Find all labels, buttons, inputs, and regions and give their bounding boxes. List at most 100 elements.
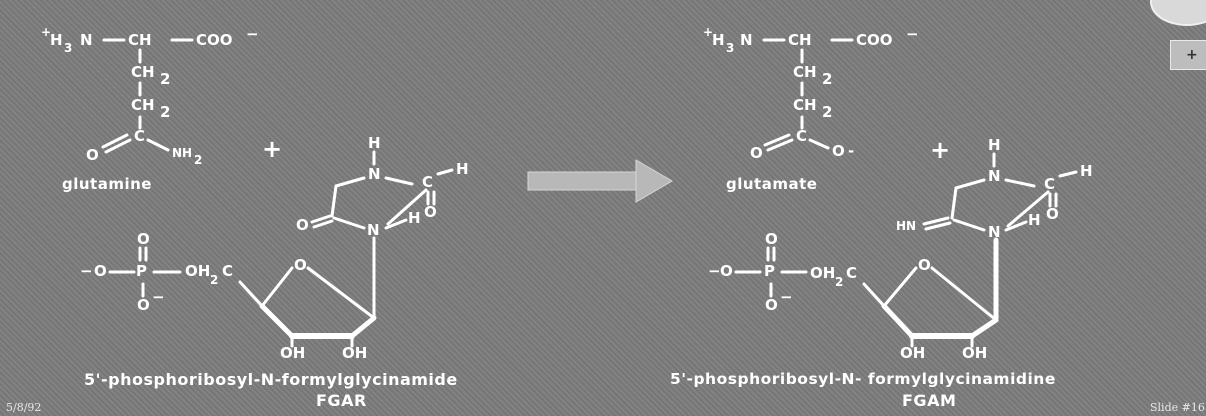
atom-o: O xyxy=(1046,205,1059,223)
bond xyxy=(1006,190,1050,228)
atom-o: O xyxy=(137,230,150,248)
bond xyxy=(146,138,170,152)
plus-sign: + xyxy=(262,135,283,163)
subscript: 2 xyxy=(160,103,171,121)
charge-minus: − xyxy=(80,262,93,280)
bond xyxy=(310,214,332,224)
atom-p: P xyxy=(764,262,775,280)
atom-o: O xyxy=(765,230,778,248)
bond xyxy=(332,216,366,230)
bond xyxy=(312,219,334,229)
bond xyxy=(386,188,428,226)
bond xyxy=(260,266,294,308)
bond xyxy=(349,315,377,339)
atom-o: O xyxy=(294,256,307,274)
atom-oh: OH xyxy=(280,344,306,362)
charge-plus: + xyxy=(41,25,52,39)
atom-n: N xyxy=(367,221,380,239)
atom-o: O xyxy=(137,296,150,314)
atom-h: H xyxy=(408,209,421,227)
bond xyxy=(922,216,950,226)
atom-nh2: NH xyxy=(172,146,193,160)
charge-minus: - xyxy=(848,142,855,160)
atom-h: H xyxy=(712,31,725,49)
atom-n: N xyxy=(368,165,381,183)
compound-name-fgam: 5'-phosphoribosyl-N- formylglycinamidine xyxy=(670,370,1056,388)
bond xyxy=(101,133,129,149)
atom-n: N xyxy=(988,223,1001,241)
atom-n: N xyxy=(988,167,1001,185)
bond xyxy=(862,282,886,308)
slide-nav-icon[interactable]: + xyxy=(1170,40,1206,70)
atom-h: H xyxy=(1028,211,1041,229)
bond xyxy=(306,266,376,320)
atom-ch2: CH xyxy=(131,63,155,81)
atom-oh2: OH xyxy=(185,262,211,280)
atom-c: C xyxy=(796,127,808,145)
atom-h: H xyxy=(456,160,469,178)
atom-ch: CH xyxy=(128,31,152,49)
bond xyxy=(330,184,338,218)
atom-o: O xyxy=(86,146,99,164)
atom-p: P xyxy=(136,262,147,280)
atom-o: O xyxy=(296,216,309,234)
subscript: 2 xyxy=(194,153,203,167)
bond xyxy=(334,176,366,188)
atom-oh: OH xyxy=(962,344,988,362)
atom-ch2: CH xyxy=(131,96,155,114)
compound-name-glutamine: glutamine xyxy=(62,175,152,193)
compound-name-glutamate: glutamate xyxy=(726,175,818,193)
charge-minus: − xyxy=(906,25,919,43)
compound-abbr-fgar: FGAR xyxy=(316,391,367,410)
bond xyxy=(1058,170,1078,178)
plus-sign: + xyxy=(930,136,951,164)
charge-minus: − xyxy=(708,262,721,280)
bond xyxy=(766,138,794,152)
atom-coo: COO xyxy=(856,31,893,49)
bond xyxy=(436,168,454,176)
reaction-arrow-icon xyxy=(527,159,673,203)
atom-oh: OH xyxy=(900,344,926,362)
charge-plus: + xyxy=(703,25,714,39)
bond xyxy=(384,218,408,230)
atom-n: N xyxy=(740,31,753,49)
atom-oh2: OH xyxy=(810,264,836,282)
atom-oh: OH xyxy=(342,344,368,362)
subscript: 2 xyxy=(822,103,833,121)
bond xyxy=(969,317,999,339)
atom-c: C xyxy=(1044,175,1056,193)
atom-hn: HN xyxy=(896,219,917,233)
slide-number: Slide #16 xyxy=(1150,401,1205,414)
atom-ch2: CH xyxy=(793,63,817,81)
bond xyxy=(950,186,958,220)
atom-o: O xyxy=(832,142,845,160)
atom-coo: COO xyxy=(196,31,233,49)
subscript: 3 xyxy=(64,41,73,55)
atom-h: H xyxy=(368,134,381,152)
atom-h: H xyxy=(1080,162,1093,180)
atom-ch: CH xyxy=(788,31,812,49)
atom-o: O xyxy=(720,262,733,280)
bond xyxy=(1004,220,1028,232)
subscript: 2 xyxy=(835,275,844,289)
bond xyxy=(104,138,132,154)
bond xyxy=(259,303,295,339)
bond xyxy=(924,221,952,231)
atom-c: C xyxy=(134,127,146,145)
bond xyxy=(954,178,986,190)
charge-minus: − xyxy=(152,288,165,306)
atom-h: H xyxy=(988,136,1001,154)
atom-o: O xyxy=(424,203,437,221)
atom-o: O xyxy=(94,262,107,280)
bond xyxy=(238,280,264,308)
compound-name-fgar: 5'-phosphoribosyl-N-formylglycinamide xyxy=(84,370,458,389)
charge-minus: − xyxy=(246,25,259,43)
atom-c: C xyxy=(222,262,234,280)
atom-c: C xyxy=(422,173,434,191)
atom-n: N xyxy=(80,31,93,49)
atom-ch2: CH xyxy=(793,96,817,114)
compound-abbr-fgam: FGAM xyxy=(902,391,957,410)
subscript: 2 xyxy=(160,70,171,88)
atom-o: O xyxy=(750,144,763,162)
